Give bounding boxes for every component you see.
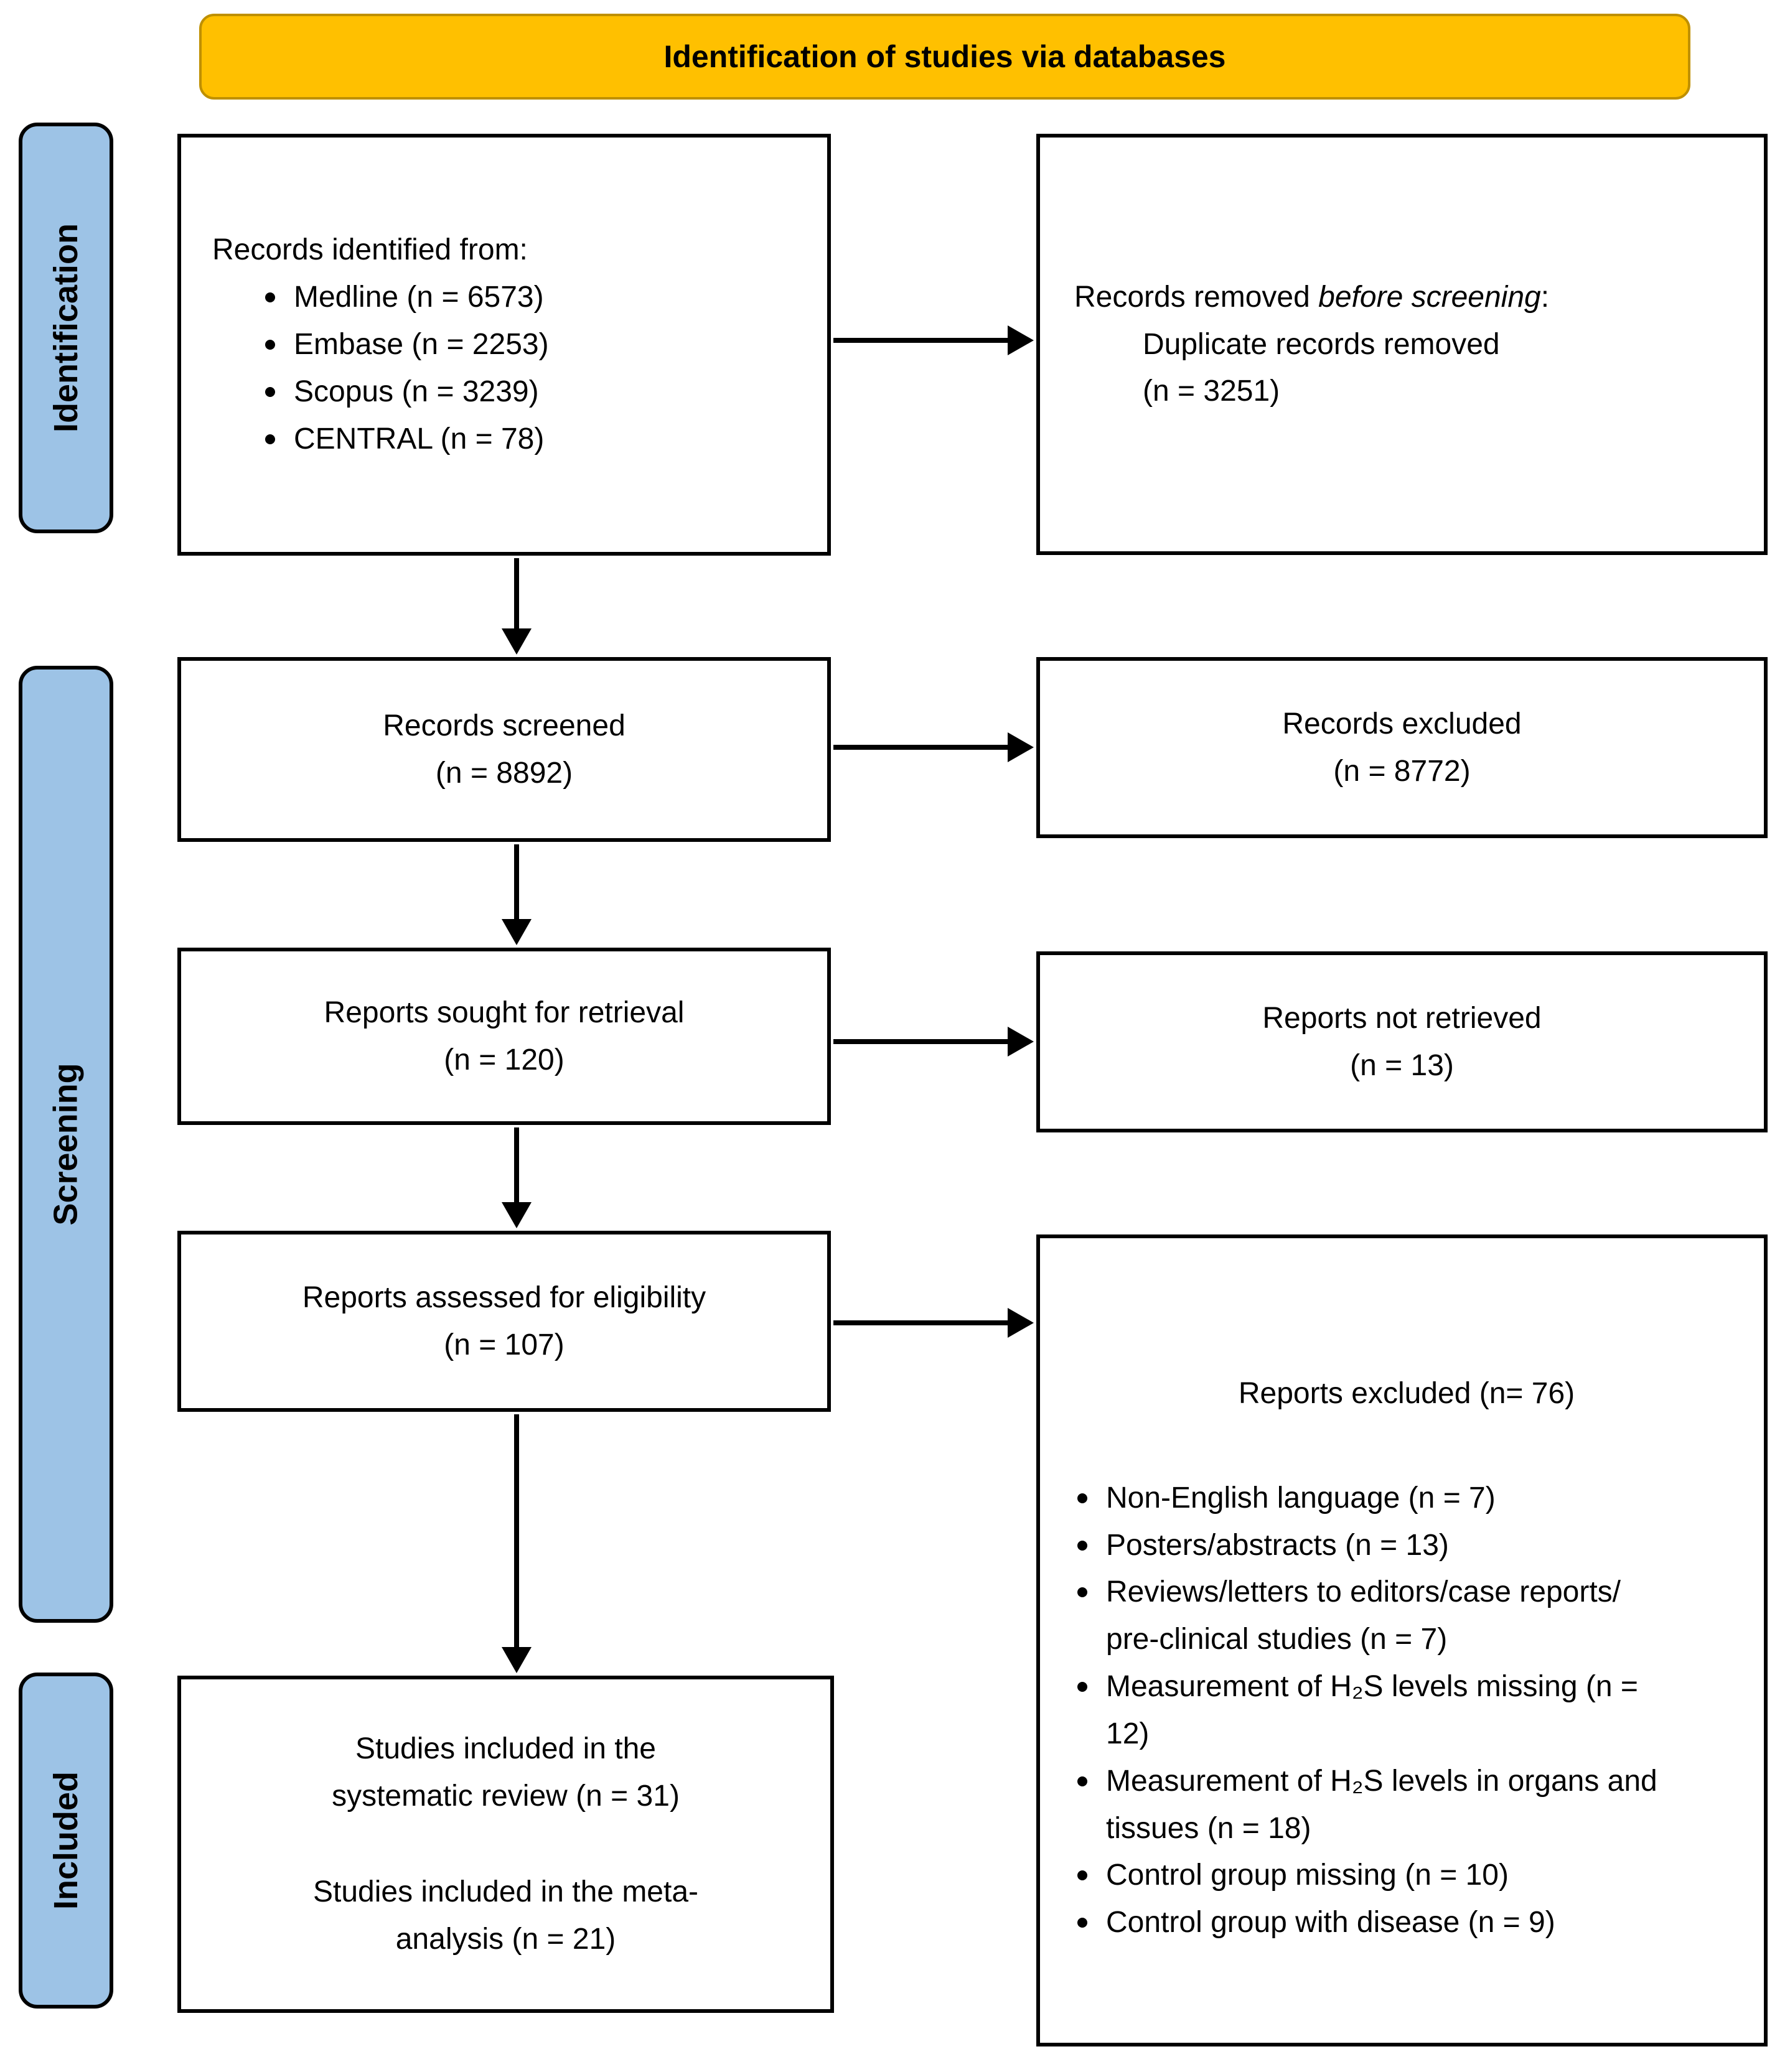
box-line: (n = 120) [444, 1043, 565, 1076]
bullet-icon [1077, 1587, 1087, 1598]
arrow-assessed-to-included [502, 1414, 532, 1673]
box-line: (n = 107) [444, 1328, 565, 1361]
list-item: Medline (n = 6573) [265, 274, 815, 321]
box-line: Reports sought for retrieval [324, 996, 685, 1029]
bullet-icon [265, 434, 275, 444]
records-removed-heading: Records removed before screening: [1074, 274, 1751, 321]
list-item-text: Control group with disease (n = 9) [1106, 1906, 1555, 1939]
records-identified-list: Medline (n = 6573) Embase (n = 2253) Sco… [265, 274, 815, 462]
arrow-sought-to-not-retrieved [833, 1027, 1034, 1057]
bullet-icon [1077, 1540, 1087, 1551]
bullet-icon [265, 340, 275, 350]
box-records-screened: Records screened (n = 8892) [177, 657, 831, 842]
arrow-sought-to-assessed [502, 1127, 532, 1228]
list-item-text: Measurement of H₂S levels in organs and … [1106, 1764, 1657, 1845]
records-removed-suffix: : [1540, 280, 1550, 314]
stage-label-included: Included [19, 1673, 113, 2009]
bullet-icon [265, 292, 275, 303]
stage-label-screening: Screening [19, 666, 113, 1623]
bullet-icon [265, 386, 275, 397]
list-item-text: Control group missing (n = 10) [1106, 1859, 1509, 1892]
box-studies-included: Studies included in the systematic revie… [177, 1676, 834, 2013]
list-item-text: Embase (n = 2253) [294, 328, 549, 362]
box-records-identified: Records identified from: Medline (n = 65… [177, 134, 831, 556]
box-line: Records screened [383, 709, 626, 742]
list-item: Posters/abstracts (n = 13) [1077, 1522, 1736, 1569]
title-banner-label: Identification of studies via databases [663, 39, 1226, 74]
box-line: Records excluded [1282, 707, 1522, 740]
reports-excluded-list: Non-English language (n = 7) Posters/abs… [1077, 1475, 1736, 1946]
box-reports-sought: Reports sought for retrieval (n = 120) [177, 948, 831, 1125]
arrow-identified-to-removed [833, 325, 1034, 355]
list-item-text: Scopus (n = 3239) [294, 375, 539, 408]
reports-excluded-title: Reports excluded (n= 76) [1238, 1377, 1575, 1410]
bullet-icon [1077, 1870, 1087, 1881]
records-removed-count: (n = 3251) [1143, 375, 1280, 408]
arrow-screened-to-sought [502, 844, 532, 945]
bullet-icon [1077, 1918, 1087, 1928]
arrow-identified-to-screened [502, 558, 532, 655]
studies-included-systematic-review: Studies included in the systematic revie… [332, 1732, 680, 1813]
box-line: Reports assessed for eligibility [302, 1281, 706, 1314]
box-line: (n = 8772) [1333, 754, 1471, 788]
bullet-icon [1077, 1682, 1087, 1692]
list-item: Measurement of H₂S levels missing (n = 1… [1077, 1663, 1736, 1758]
list-item: Measurement of H₂S levels in organs and … [1077, 1758, 1736, 1852]
list-item: Non-English language (n = 7) [1077, 1475, 1736, 1522]
bullet-icon [1077, 1776, 1087, 1786]
box-reports-assessed: Reports assessed for eligibility (n = 10… [177, 1231, 831, 1412]
list-item-text: Medline (n = 6573) [294, 281, 544, 314]
bullet-icon [1077, 1493, 1087, 1503]
records-removed-italic: before screening [1318, 280, 1541, 314]
list-item-text: CENTRAL (n = 78) [294, 422, 545, 455]
stage-label-identification-text: Identification [47, 223, 85, 432]
stage-label-screening-text: Screening [47, 1063, 85, 1226]
arrow-assessed-to-excluded [833, 1308, 1034, 1338]
box-records-excluded: Records excluded (n = 8772) [1036, 657, 1768, 838]
list-item: Embase (n = 2253) [265, 321, 815, 368]
arrow-screened-to-excluded [833, 732, 1034, 762]
records-removed-reason: Duplicate records removed [1143, 327, 1500, 361]
list-item-text: Posters/abstracts (n = 13) [1106, 1528, 1449, 1562]
list-item: CENTRAL (n = 78) [265, 416, 815, 463]
stage-label-included-text: Included [47, 1771, 85, 1910]
box-reports-excluded: Reports excluded (n= 76) Non-English lan… [1036, 1234, 1768, 2046]
box-line: Reports not retrieved [1262, 1001, 1542, 1035]
list-item: Control group missing (n = 10) [1077, 1852, 1736, 1899]
list-item: Reviews/letters to editors/case reports/… [1077, 1569, 1736, 1663]
box-records-removed: Records removed before screening: Duplic… [1036, 134, 1768, 555]
records-removed-prefix: Records removed [1074, 280, 1319, 314]
box-reports-not-retrieved: Reports not retrieved (n = 13) [1036, 951, 1768, 1132]
list-item-text: Reviews/letters to editors/case reports/… [1106, 1575, 1621, 1656]
records-identified-intro: Records identified from: [212, 233, 528, 267]
list-item: Scopus (n = 3239) [265, 368, 815, 416]
box-line: (n = 8892) [435, 756, 573, 790]
list-item-text: Measurement of H₂S levels missing (n = 1… [1106, 1670, 1638, 1750]
list-item-text: Non-English language (n = 7) [1106, 1481, 1496, 1514]
studies-included-meta-analysis: Studies included in the meta-analysis (n… [312, 1875, 699, 1956]
box-line: (n = 13) [1350, 1048, 1454, 1082]
title-banner: Identification of studies via databases [199, 14, 1690, 100]
list-item: Control group with disease (n = 9) [1077, 1899, 1736, 1946]
stage-label-identification: Identification [19, 123, 113, 533]
